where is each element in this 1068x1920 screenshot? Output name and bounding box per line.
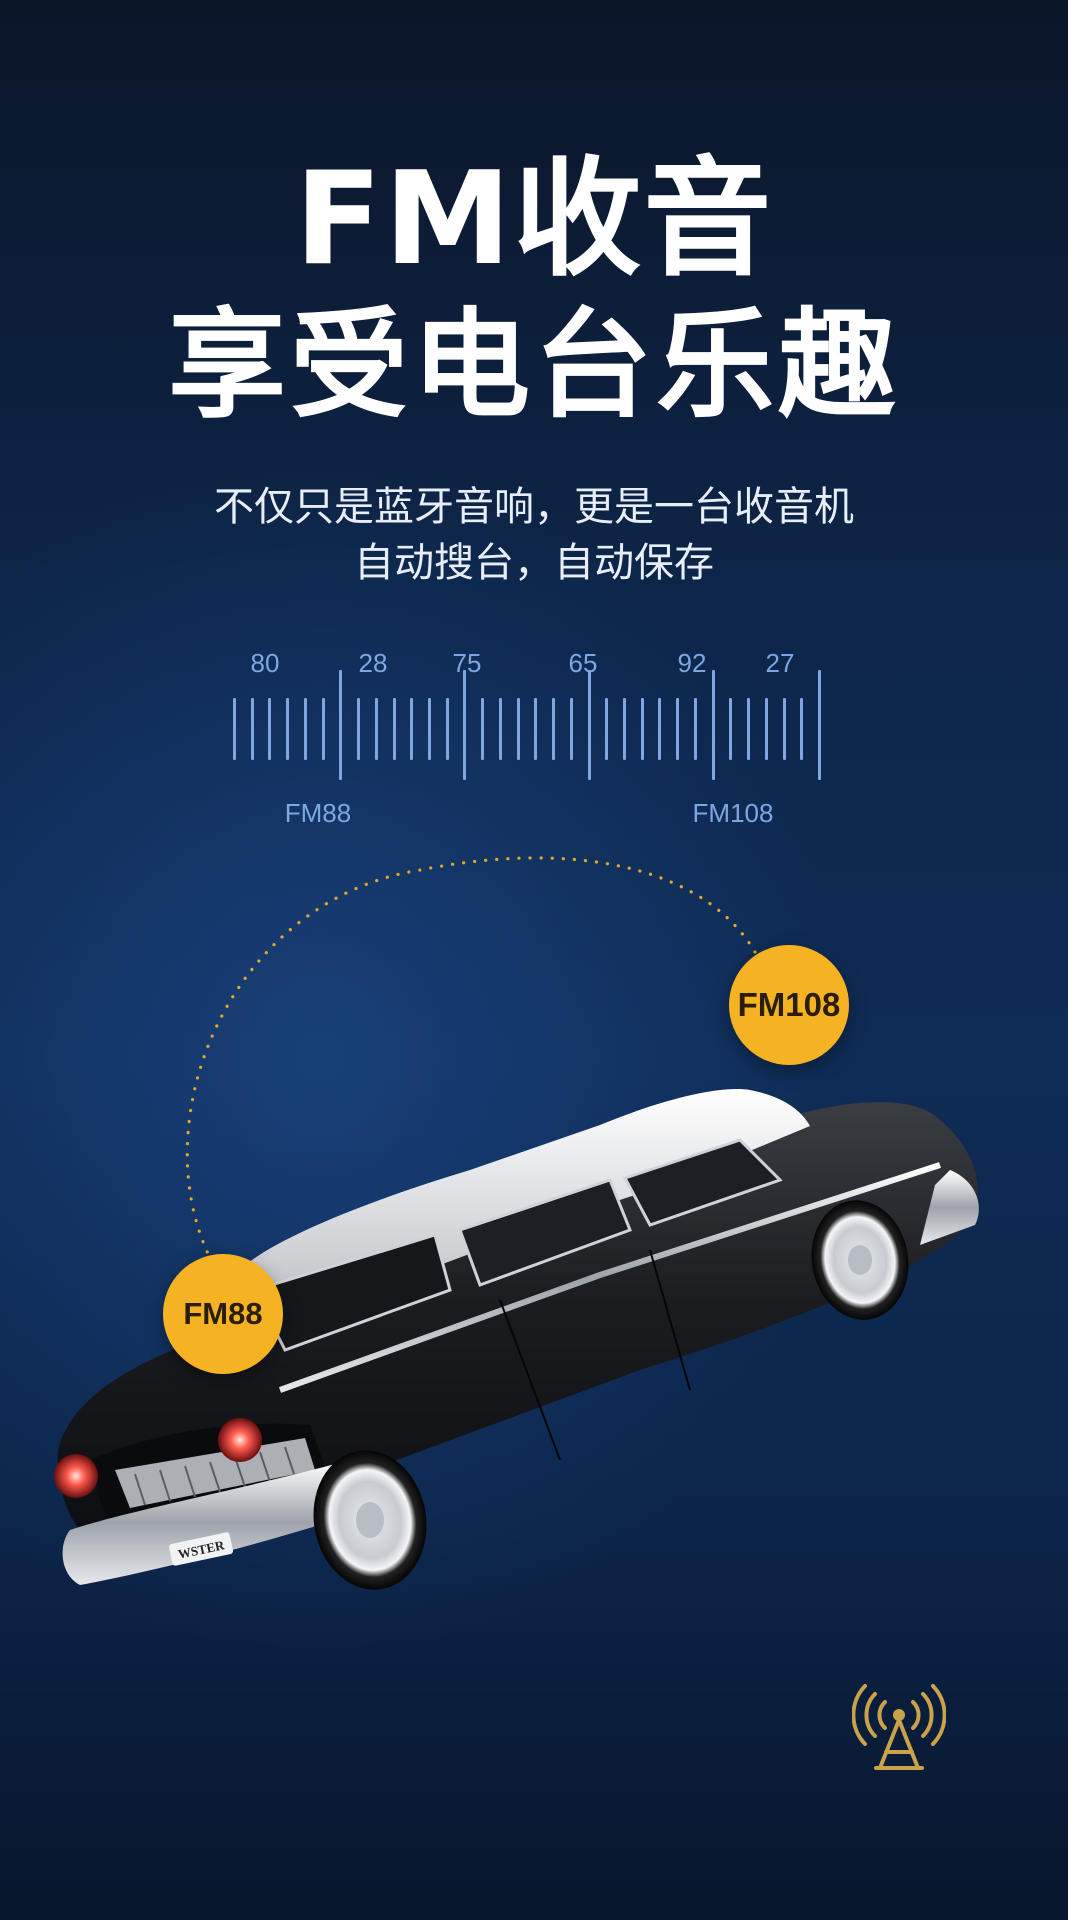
tuner-number: 27 <box>765 648 795 678</box>
tuner-tick <box>250 698 254 760</box>
fm88-badge: FM88 <box>163 1254 283 1374</box>
tuner-tick <box>693 698 697 760</box>
tuner-tick <box>428 698 431 760</box>
tuner-tick <box>410 698 414 760</box>
tuner-tick <box>268 698 272 760</box>
subtitle-line-2: 自动搜台，自动保存 <box>354 540 714 586</box>
tuner-tick <box>303 698 307 760</box>
subtitle-line-1: 不仅只是蓝牙音响，更是一台收音机 <box>214 484 854 530</box>
tuner-tick <box>534 698 538 760</box>
tuner-number: 28 <box>358 648 388 678</box>
band-end-label: FM108 <box>692 798 774 828</box>
tuner-tick <box>321 698 325 760</box>
car-speaker-image: WSTER <box>54 1089 979 1590</box>
tuner-tick <box>658 698 662 760</box>
tuner-tick <box>569 698 573 760</box>
tuner-tick <box>818 670 821 780</box>
title-line-2: 享受电台乐趣 <box>167 296 900 434</box>
tuner-tick <box>339 670 343 780</box>
band-start-label: FM88 <box>284 798 352 828</box>
tuner-tick <box>640 698 644 760</box>
tuner-number: 65 <box>568 648 598 678</box>
tuner-tick <box>233 698 236 760</box>
tuner-tick <box>374 698 378 760</box>
tuner-tick <box>782 698 786 760</box>
fm-tuner-scale: 80 28 75 65 92 27 FM88 FM108 <box>0 640 1068 840</box>
tuner-tick <box>729 698 733 760</box>
tuner-tick <box>747 698 751 760</box>
fm108-badge: FM108 <box>729 945 849 1065</box>
title-line-1: FM收音 <box>294 145 774 294</box>
tuner-tick <box>711 670 715 780</box>
tuner-tick <box>392 698 396 760</box>
tuner-tick <box>623 698 626 760</box>
tuner-tick <box>676 698 680 760</box>
tuner-tick <box>463 670 467 780</box>
radio-antenna-icon <box>852 1684 946 1770</box>
tuner-tick <box>764 698 768 760</box>
tuner-tick <box>481 698 485 760</box>
tuner-tick <box>800 698 804 760</box>
tuner-number: 75 <box>452 648 482 678</box>
tuner-tick <box>605 698 609 760</box>
tuner-tick <box>552 698 556 760</box>
tuner-number: 80 <box>250 648 280 678</box>
tuner-tick <box>498 698 502 760</box>
tuner-number: 92 <box>677 648 707 678</box>
tuner-tick <box>286 698 290 760</box>
tuner-tick <box>357 698 361 760</box>
tuner-tick <box>516 698 520 760</box>
tuner-tick <box>587 670 591 780</box>
tuner-tick <box>445 698 449 760</box>
